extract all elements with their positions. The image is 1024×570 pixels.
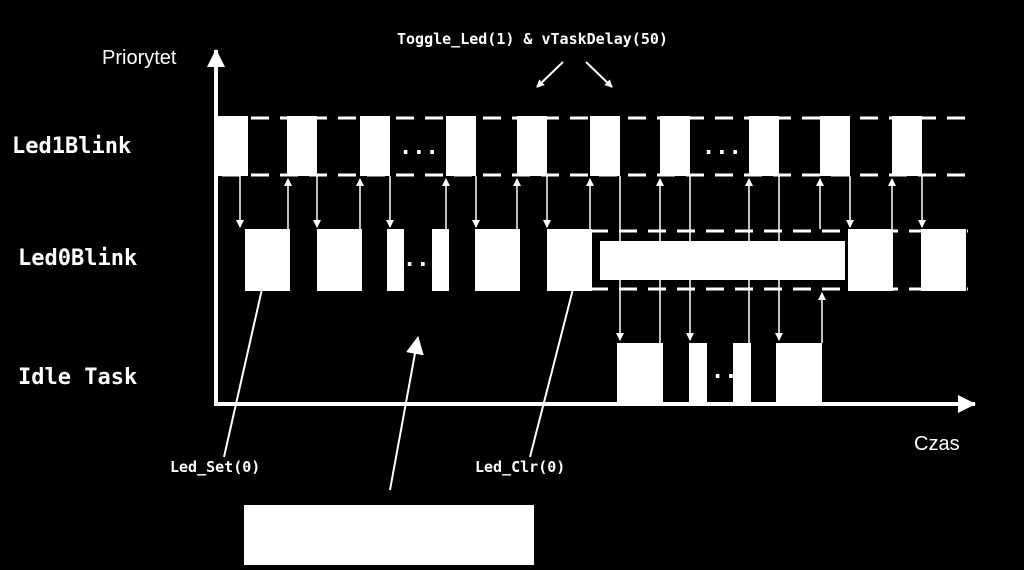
- idle-ellipsis: ..: [711, 359, 738, 384]
- annotation-toggle-led: Toggle_Led(1) & vTaskDelay(50): [397, 30, 668, 48]
- led1-run-block: [360, 116, 390, 176]
- task-label-led0blink: Led0Blink: [18, 246, 137, 271]
- task-label-idle-task: Idle Task: [18, 365, 137, 390]
- led1-run-block: [218, 116, 248, 176]
- led1-run-block: [446, 116, 476, 176]
- toggle-pointer-arrow-left: [536, 61, 564, 88]
- led1-run-block: [517, 116, 547, 176]
- led0-long-block: [600, 241, 845, 280]
- y-axis-label: Priorytet: [102, 47, 177, 69]
- led0-run-block: [475, 229, 520, 291]
- led1-run-block: [660, 116, 690, 176]
- led1-ellipsis-right: ...: [702, 135, 742, 160]
- led0-run-block: [245, 229, 290, 291]
- toggle-pointer-arrow-right: [585, 61, 613, 88]
- led0-run-block: [387, 229, 404, 291]
- callout-box: [244, 505, 534, 565]
- led0-run-block: [432, 229, 449, 291]
- idle-task-blocks: [617, 343, 822, 404]
- idle-run-block: [776, 343, 822, 404]
- led1blink-blocks: [218, 116, 922, 176]
- annotation-led-set: Led_Set(0): [170, 458, 260, 476]
- led-clr-pointer: [529, 288, 574, 458]
- x-axis-label: Czas: [914, 433, 960, 455]
- idle-run-block: [617, 343, 663, 404]
- context-switch-arrows: [236, 176, 926, 343]
- led0blink-blocks: [245, 229, 966, 291]
- led1-run-block: [590, 116, 620, 176]
- led1-ellipsis-left: ...: [399, 135, 439, 160]
- led-set-pointer: [223, 288, 263, 458]
- led0-run-block: [317, 229, 362, 291]
- idle-run-block: [689, 343, 707, 404]
- annotation-led-clr: Led_Clr(0): [475, 458, 565, 476]
- task-label-led1blink: Led1Blink: [12, 134, 131, 159]
- led1-run-block: [749, 116, 779, 176]
- idle-run-block: [733, 343, 751, 404]
- led1-run-block: [892, 116, 922, 176]
- led1-run-block: [820, 116, 850, 176]
- led0-run-block: [547, 229, 592, 291]
- led0-run-block: [921, 229, 966, 291]
- led0-run-block: [848, 229, 893, 291]
- callout-pointer-arrow: [389, 336, 424, 491]
- led0-ellipsis: ...: [403, 247, 443, 272]
- led1-run-block: [287, 116, 317, 176]
